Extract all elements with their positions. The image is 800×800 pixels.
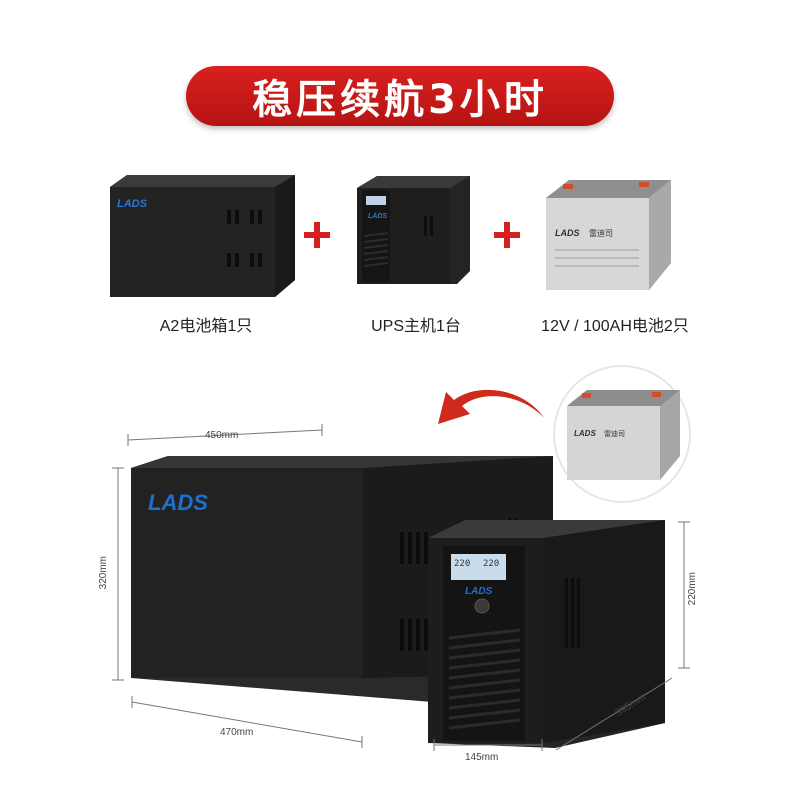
- plus-icon: [494, 222, 520, 248]
- dim-box-depth: 470mm: [220, 727, 254, 738]
- battery-image: LADS 雷迪司: [546, 180, 671, 290]
- power-button: [474, 598, 490, 614]
- caption-battery: 12V / 100AH电池2只: [541, 318, 689, 335]
- ups-image: LADS: [357, 176, 470, 284]
- battery-logo: LADS: [555, 228, 580, 238]
- battery-circle-brand-cn: 雷迪司: [604, 429, 625, 438]
- dim-ups-height: 220mm: [687, 572, 698, 606]
- dim-box-width: 450mm: [205, 430, 239, 441]
- dim-ups-width: 145mm: [465, 752, 499, 763]
- battery-box-large-logo: LADS: [148, 490, 208, 515]
- ups-logo-small: LADS: [368, 213, 387, 220]
- lcd-reading-right: 220: [483, 559, 499, 569]
- arrow-icon: [438, 389, 544, 424]
- battery-box-logo: LADS: [117, 198, 148, 210]
- title-banner: 稳压续航3小时: [186, 66, 614, 126]
- caption-battery-box: A2电池箱1只: [159, 318, 253, 335]
- battery-box-image: LADS: [110, 175, 295, 297]
- banner-title: 稳压续航3小时: [252, 77, 548, 123]
- plus-icon: [304, 222, 330, 248]
- caption-ups: UPS主机1台: [371, 318, 461, 335]
- lcd-reading-left: 220: [454, 559, 470, 569]
- ups-large-logo: LADS: [465, 586, 493, 597]
- battery-circle-logo: LADS: [574, 429, 596, 438]
- ups-large-image: 220 220 LADS: [428, 520, 665, 748]
- battery-brand-cn: 雷迪司: [589, 228, 613, 238]
- dim-box-height: 320mm: [98, 556, 109, 590]
- battery-circle-image: LADS 雷迪司: [553, 365, 691, 503]
